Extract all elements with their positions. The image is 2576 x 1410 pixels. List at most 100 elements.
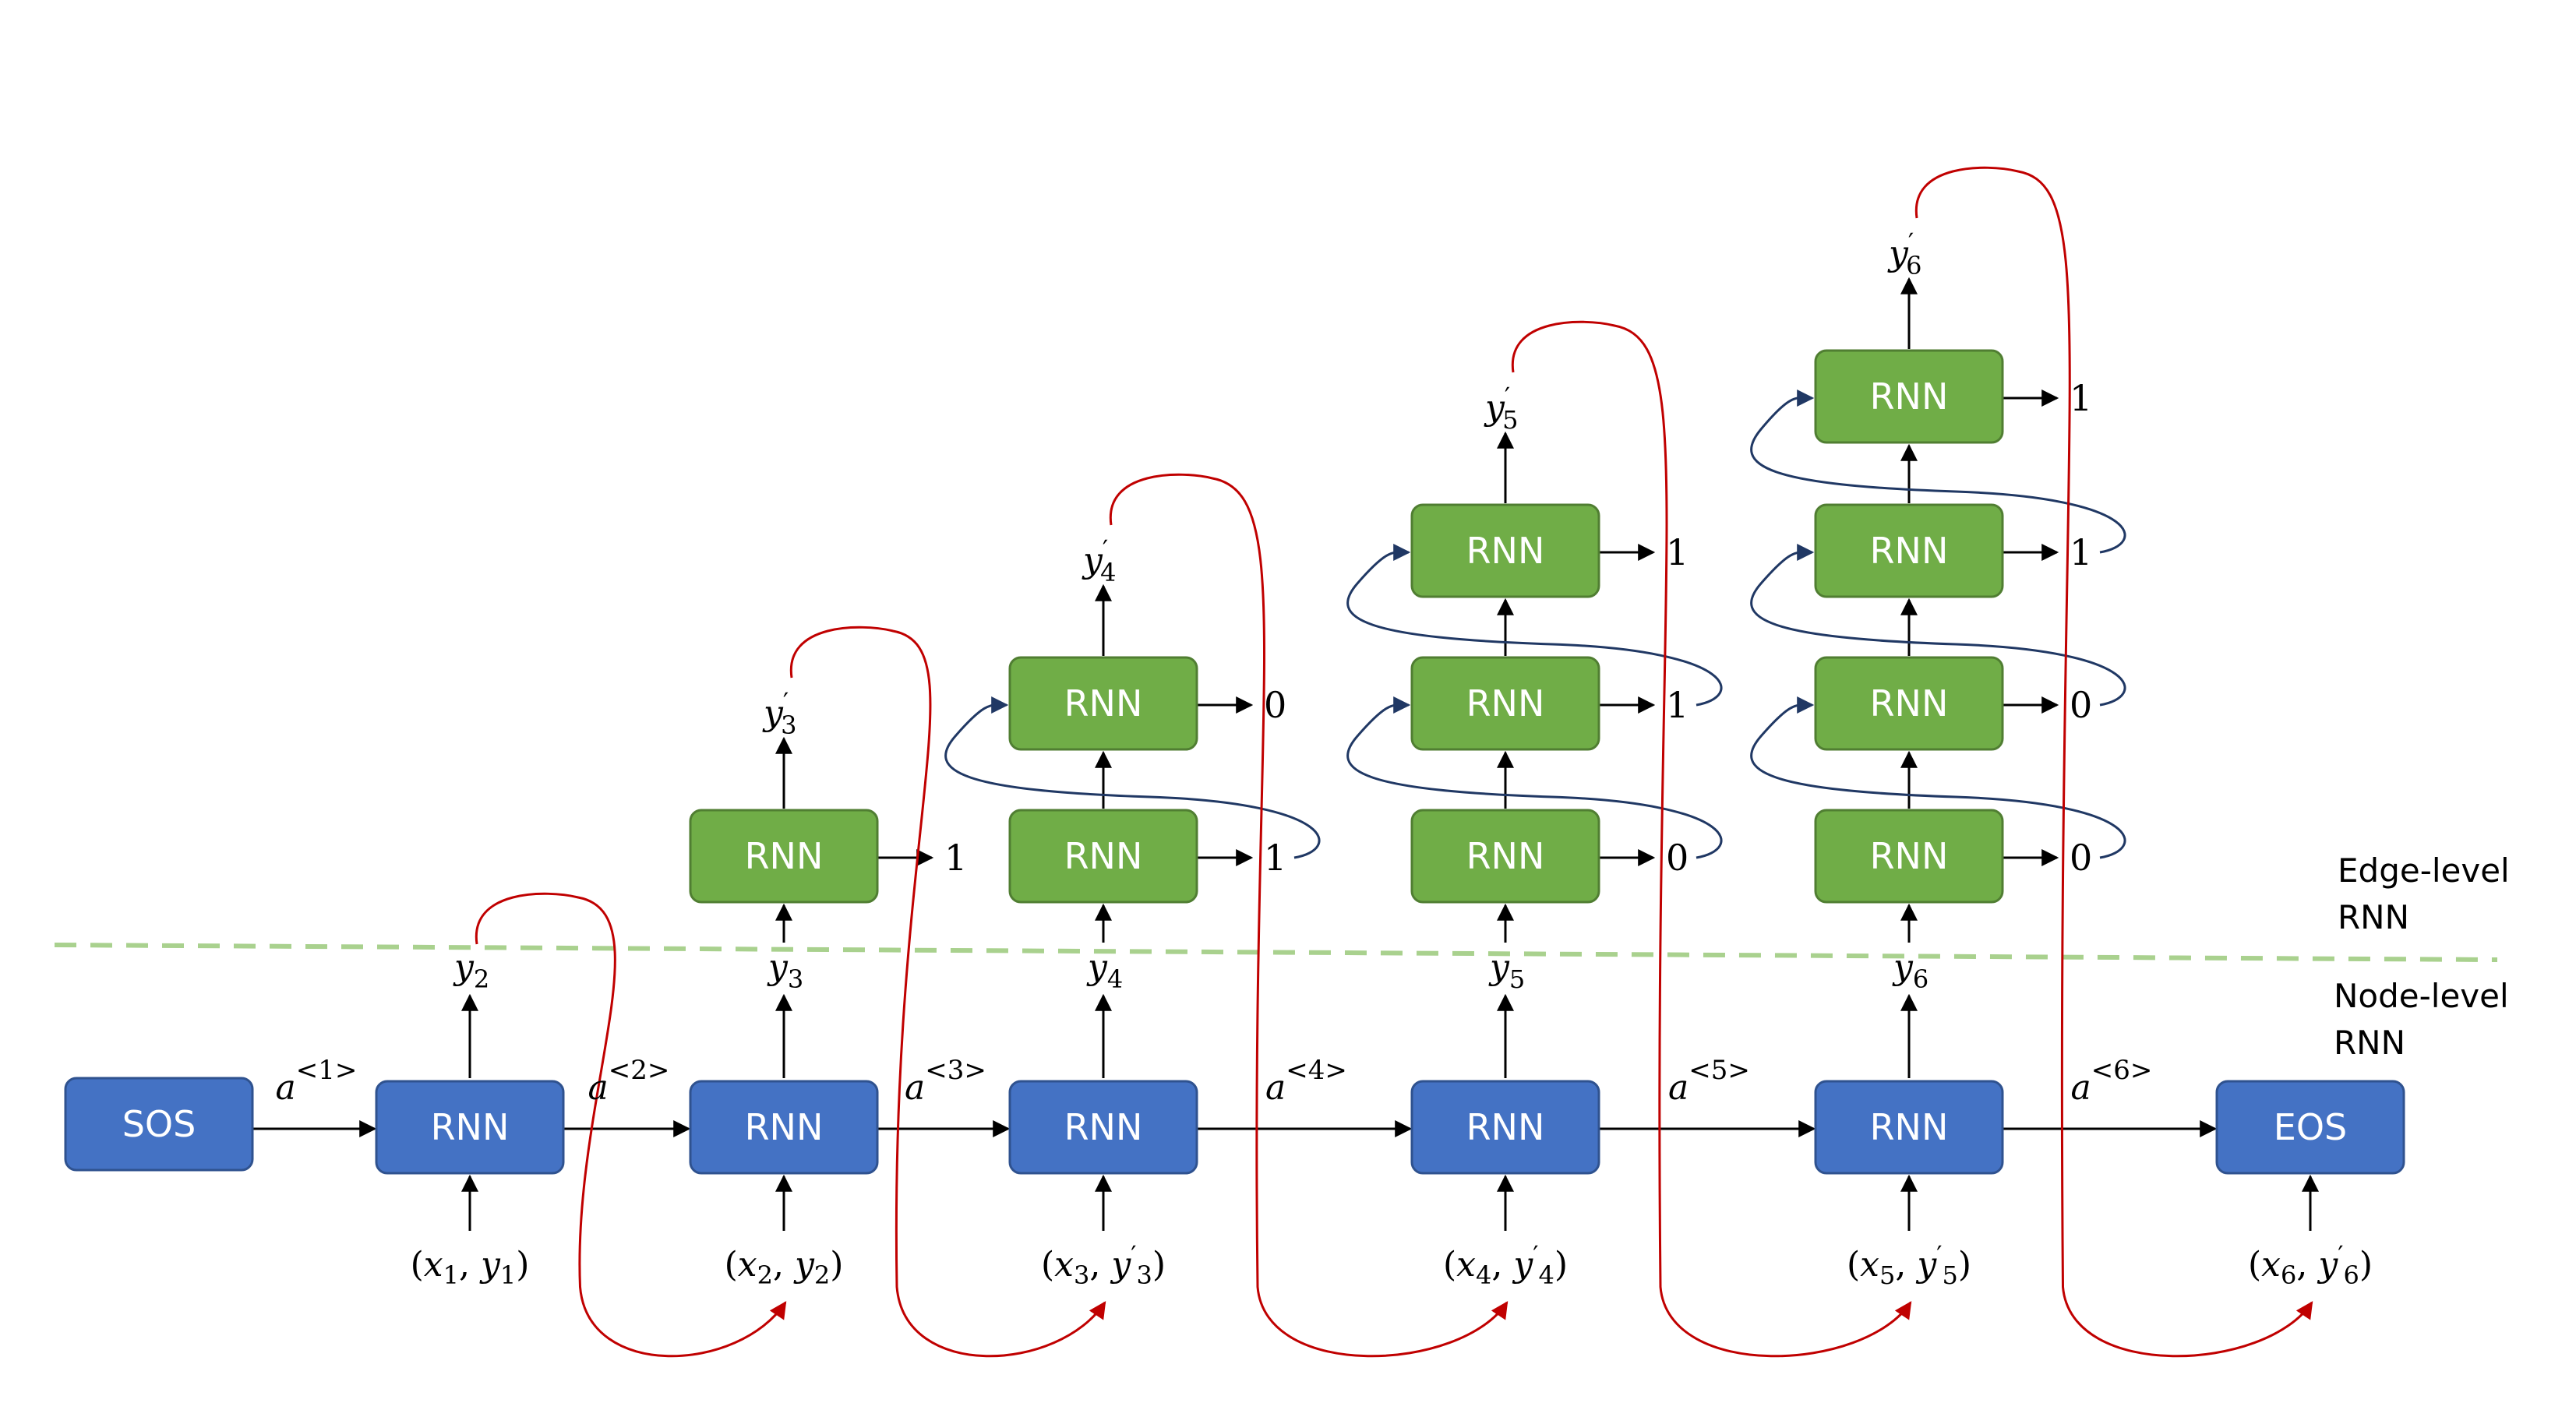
node-rnn-3: RNN bbox=[1008, 1080, 1198, 1175]
node-level-label: Node-level bbox=[2334, 977, 2509, 1015]
edge-value-4-3: 1 bbox=[2070, 531, 2092, 573]
edge-rnn-4-3: RNN bbox=[1814, 503, 2004, 598]
node-rnn-1-rect bbox=[375, 1080, 565, 1175]
node-rnn-3-rect bbox=[1008, 1080, 1198, 1175]
node-rnn-2-label: RNN bbox=[745, 1106, 824, 1148]
edge-value-4-2: 0 bbox=[2070, 684, 2092, 726]
edge-feedback-curve-4-1 bbox=[1750, 696, 2126, 859]
node-rnn-1-label: RNN bbox=[431, 1106, 510, 1148]
hidden-state-label-3: a<3> bbox=[905, 1055, 986, 1108]
edge-level-label: Edge-level bbox=[2338, 851, 2510, 890]
red-feedback-curve-2 bbox=[789, 626, 1106, 1358]
edge-rnn-3-2-rect bbox=[1410, 656, 1600, 751]
sos-box-rect bbox=[64, 1077, 254, 1172]
node-output-label-2: y3 bbox=[767, 947, 803, 994]
edge-rnn-4-4-label: RNN bbox=[1870, 375, 1949, 418]
node-rnn-5-rect bbox=[1814, 1080, 2004, 1175]
edge-value-1-1: 1 bbox=[944, 837, 967, 879]
edge-rnn-2-1-rect bbox=[1008, 809, 1198, 904]
edge-feedback-curve-2-1 bbox=[944, 696, 1321, 859]
node-input-label-4: (x4, y′4) bbox=[1443, 1240, 1568, 1290]
node-rnn-5-label: RNN bbox=[1870, 1106, 1949, 1148]
edge-rnn-1-1-label: RNN bbox=[745, 835, 824, 877]
node-output-label-1: y2 bbox=[453, 947, 489, 994]
edge-value-3-3: 1 bbox=[1666, 531, 1689, 573]
edge-rnn-4-3-rect bbox=[1814, 503, 2004, 598]
node-rnn-2: RNN bbox=[689, 1080, 879, 1175]
edge-rnn-4-2-rect bbox=[1814, 656, 2004, 751]
math-label-layer: a<1> a<2> a<3> a<4> a<5> a<6> (x1, y1) (x2, y2)… bbox=[276, 227, 2373, 1290]
node-output-label-3: y4 bbox=[1086, 947, 1123, 994]
edge-rnn-3-3-label: RNN bbox=[1466, 530, 1545, 572]
eos-box-rect bbox=[2215, 1080, 2405, 1175]
node-input-label-2: (x2, y2) bbox=[725, 1245, 844, 1290]
node-input-label-3: (x3, y′3) bbox=[1041, 1240, 1166, 1290]
eos-box-label: EOS bbox=[2274, 1106, 2347, 1148]
edge-output-label-3: y′5 bbox=[1484, 382, 1518, 435]
edge-value-3-1: 0 bbox=[1666, 837, 1689, 879]
edge-value-3-2: 1 bbox=[1666, 684, 1689, 726]
hidden-state-label-4: a<4> bbox=[1265, 1055, 1347, 1108]
edge-level-rnn-label: RNN bbox=[2338, 898, 2409, 936]
hidden-state-label-5: a<5> bbox=[1668, 1055, 1750, 1108]
level-divider bbox=[54, 943, 2498, 962]
hidden-state-label-1: a<1> bbox=[276, 1055, 358, 1108]
red-feedback-curve-1 bbox=[475, 892, 787, 1358]
edge-rnn-4-1-rect bbox=[1814, 809, 2004, 904]
edge-rnn-3-1: RNN bbox=[1410, 809, 1600, 904]
node-rnn-1: RNN bbox=[375, 1080, 565, 1175]
edge-rnn-1-1-rect bbox=[689, 809, 879, 904]
node-input-label-6: (x6, y′6) bbox=[2248, 1240, 2373, 1290]
edge-rnn-4-2-label: RNN bbox=[1870, 682, 1949, 724]
edge-value-4-1: 0 bbox=[2070, 837, 2092, 879]
connector-layer bbox=[252, 277, 2319, 1231]
edge-output-label-4: y′6 bbox=[1887, 227, 1921, 280]
edge-rnn-2-1-label: RNN bbox=[1064, 835, 1143, 877]
node-rnn-4-rect bbox=[1410, 1080, 1600, 1175]
node-level-rnn-label: RNN bbox=[2334, 1024, 2405, 1062]
edge-rnn-3-1-label: RNN bbox=[1466, 835, 1545, 877]
edge-rnn-3-3-rect bbox=[1410, 503, 1600, 598]
node-input-label-1: (x1, y1) bbox=[411, 1245, 530, 1290]
node-rnn-5: RNN bbox=[1814, 1080, 2004, 1175]
edge-feedback-curve-4-3 bbox=[1750, 389, 2126, 554]
edge-feedback-curve-4-2 bbox=[1750, 543, 2126, 707]
edge-feedback-curve-3-2 bbox=[1346, 543, 1723, 707]
edge-rnn-4-1: RNN bbox=[1814, 809, 2004, 904]
node-rnn-4-label: RNN bbox=[1466, 1106, 1545, 1148]
edge-rnn-4-1-label: RNN bbox=[1870, 835, 1949, 877]
red-feedback-curve-5 bbox=[1914, 166, 2313, 1358]
edge-rnn-3-2: RNN bbox=[1410, 656, 1600, 751]
edge-rnn-2-2: RNN bbox=[1008, 656, 1198, 751]
edge-rnn-4-4-rect bbox=[1814, 349, 2004, 444]
edge-rnn-4-4: RNN bbox=[1814, 349, 2004, 444]
node-output-label-5: y6 bbox=[1892, 947, 1928, 994]
edge-output-label-2: y′4 bbox=[1082, 534, 1116, 587]
feedback-arrow-layer bbox=[475, 166, 2313, 1358]
eos-box: EOS bbox=[2215, 1080, 2405, 1175]
edge-value-2-2: 0 bbox=[1264, 684, 1286, 726]
edge-rnn-3-1-rect bbox=[1410, 809, 1600, 904]
node-input-label-5: (x5, y′5) bbox=[1847, 1240, 1971, 1290]
sos-box: SOS bbox=[64, 1077, 254, 1172]
edge-rnn-1-1: RNN bbox=[689, 809, 879, 904]
edge-rnn-4-3-label: RNN bbox=[1870, 530, 1949, 572]
hidden-state-label-2: a<2> bbox=[588, 1055, 670, 1108]
node-rnn-2-rect bbox=[689, 1080, 879, 1175]
edge-rnn-2-2-label: RNN bbox=[1064, 682, 1143, 724]
sos-box-label: SOS bbox=[122, 1103, 196, 1145]
edge-rnn-2-2-rect bbox=[1008, 656, 1198, 751]
red-feedback-curve-4 bbox=[1511, 320, 1912, 1358]
edge-rnn-3-3: RNN bbox=[1410, 503, 1600, 598]
edge-output-label-1: y′3 bbox=[762, 687, 796, 740]
box-layer: SOS RNN RNN RNN RNN RNN EOS RNN RNN RNN RNN RNN RNN R… bbox=[64, 349, 2405, 1175]
edge-value-2-1: 1 bbox=[1264, 837, 1286, 879]
edge-rnn-2-1: RNN bbox=[1008, 809, 1198, 904]
node-rnn-4: RNN bbox=[1410, 1080, 1600, 1175]
node-output-label-4: y5 bbox=[1488, 947, 1525, 994]
edge-feedback-curve-3-1 bbox=[1346, 696, 1723, 859]
hidden-state-label-6: a<6> bbox=[2071, 1055, 2153, 1108]
node-rnn-3-label: RNN bbox=[1064, 1106, 1143, 1148]
edge-value-4-4: 1 bbox=[2070, 377, 2092, 419]
